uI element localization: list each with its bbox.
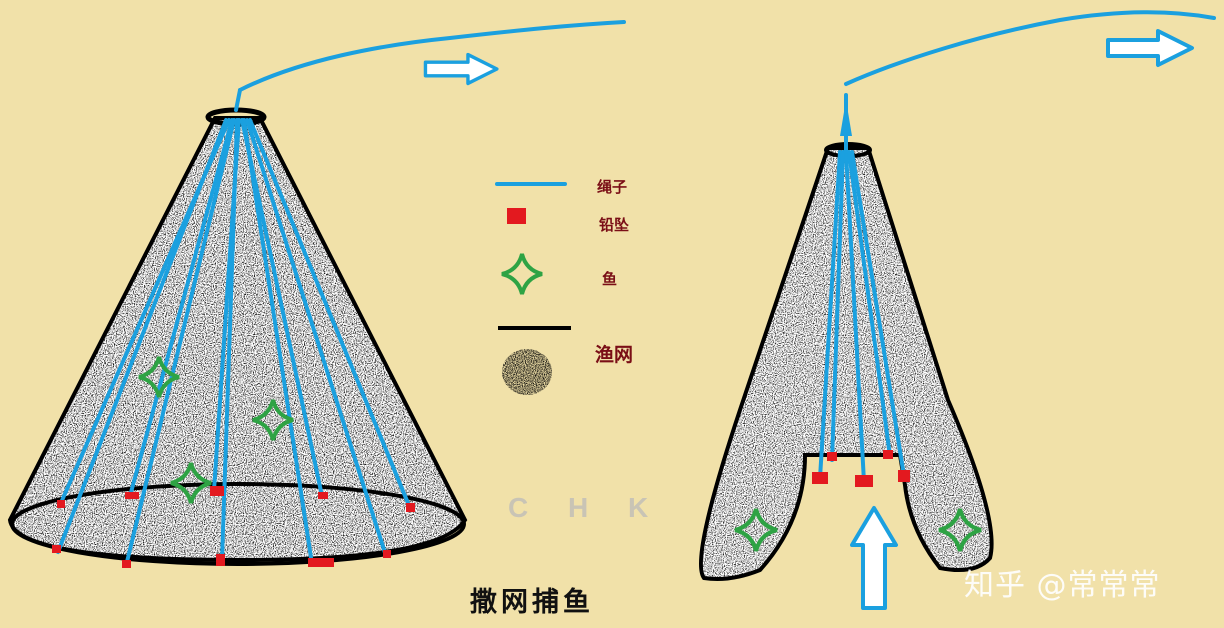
left-ropes (56, 20, 626, 568)
right-ropes (818, 10, 1216, 484)
fish-legend-icon (500, 252, 544, 296)
pull-arrow-right-icon (423, 52, 499, 86)
legend-label-fish: 鱼 (602, 270, 618, 288)
watermark: 知乎 @常常常 (964, 568, 1161, 603)
legend-label-sinker: 铅坠 (599, 216, 630, 234)
pull-arrow-right-icon (1106, 29, 1194, 67)
lift-arrow-up-icon (850, 506, 898, 610)
net-rim (10, 482, 466, 566)
author-mark: C H K (508, 492, 665, 523)
legend-label-rope: 绳子 (597, 178, 628, 196)
legend-label-net: 渔网 (595, 344, 634, 366)
closed-net (698, 142, 994, 581)
left-sinkers (52, 486, 415, 568)
rope-knot (840, 100, 852, 136)
diagram-caption: 撒网捕鱼 (470, 587, 594, 618)
legend (495, 182, 571, 395)
right-sinkers (812, 450, 910, 487)
sinker-legend-icon (507, 208, 526, 224)
net-mesh-legend-icon (502, 349, 552, 395)
